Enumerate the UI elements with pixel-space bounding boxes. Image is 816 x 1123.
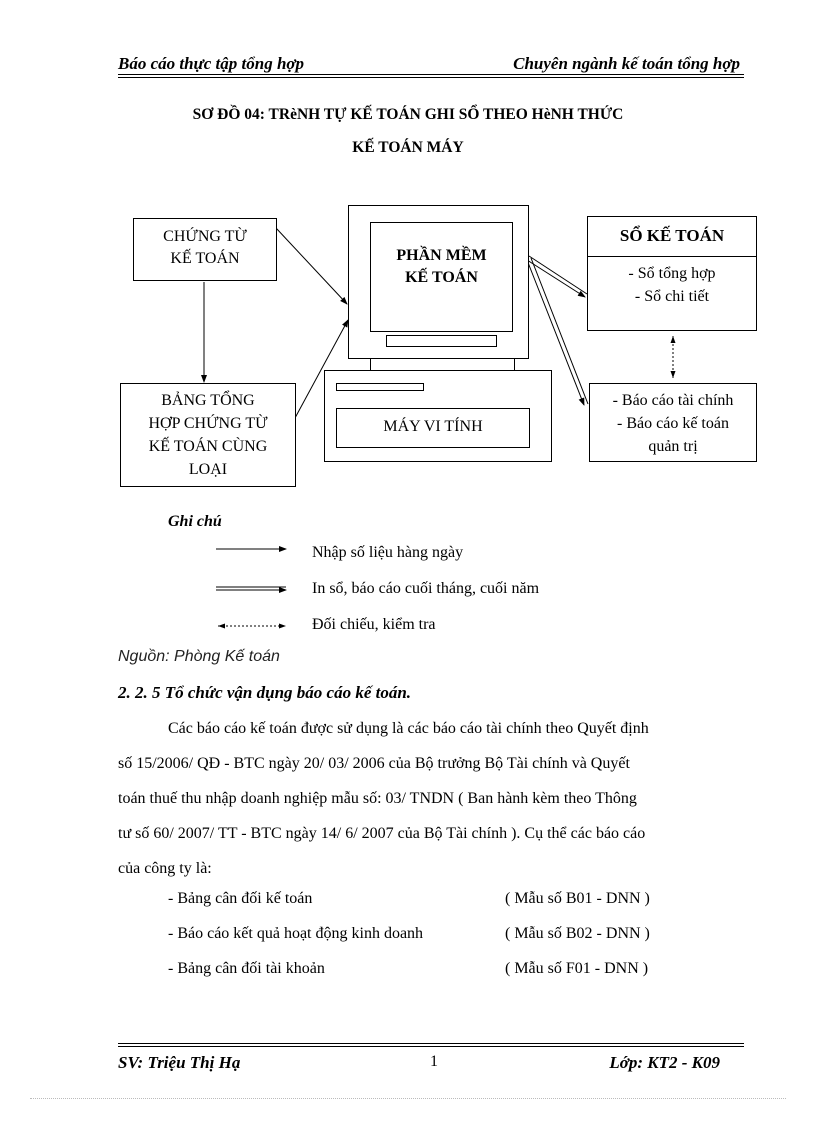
footer-page-number: 1 — [430, 1053, 438, 1070]
box-so-ke-toan — [587, 216, 757, 331]
report-name-1: - Bảng cân đối kế toán — [168, 890, 313, 907]
diagram-connectors — [201, 227, 676, 419]
footer-student: SV: Triệu Thị Hạ — [118, 1053, 241, 1072]
so-ke-toan-item-2: - Sổ chi tiết — [634, 288, 710, 305]
para-line-1: Các báo cáo kế toán được sử dụng là các … — [168, 720, 649, 737]
legend-item-3: Đối chiếu, kiểm tra — [312, 616, 436, 633]
legend-title: Ghi chú — [168, 513, 222, 530]
diagram-title-line1: SƠ ĐỒ 04: TRèNH TỰ KẾ TOÁN GHI SỔ THEO H… — [192, 106, 624, 123]
para-line-3: toán thuế thu nhập doanh nghiệp mẫu số: … — [118, 790, 637, 807]
footer-rule-2 — [118, 1046, 744, 1047]
legend-item-1: Nhập số liệu hàng ngày — [312, 544, 464, 561]
report-form-1: ( Mẫu số B01 - DNN ) — [505, 890, 650, 907]
box-may-vi-tinh — [336, 408, 530, 448]
bao-cao-line2: - Báo cáo kế toán — [617, 415, 729, 432]
bao-cao-line1: - Báo cáo tài chính — [612, 392, 734, 409]
so-ke-toan-item-1: - Sổ tổng hợp — [628, 265, 716, 282]
source-note: Nguồn: Phòng Kế toán — [118, 648, 280, 665]
report-name-2: - Báo cáo kết quả hoạt động kinh doanh — [168, 925, 424, 942]
phan-mem-line1: PHẦN MỀM — [396, 247, 487, 264]
may-vi-tinh-label: MÁY VI TÍNH — [383, 418, 483, 435]
header-left: Báo cáo thực tập tổng hợp — [118, 54, 305, 73]
box-chung-tu-line2: KẾ TOÁN — [170, 250, 240, 267]
legend-symbols — [216, 546, 287, 629]
box-so-ke-toan-divider — [587, 256, 757, 257]
legend-item-2: In sổ, báo cáo cuối tháng, cuối năm — [312, 580, 540, 597]
section-heading: 2. 2. 5 Tổ chức vận dụng báo cáo kế toán… — [118, 683, 412, 702]
arrow-double-baocao-line2 — [526, 259, 585, 406]
box-bang-tong-hop-line3: KẾ TOÁN CÙNG — [148, 438, 268, 455]
diagram-title-line2: KẾ TOÁN MÁY — [352, 139, 464, 156]
box-bang-tong-hop-line4: LOẠI — [188, 461, 228, 478]
bao-cao-line3: quản trị — [648, 438, 698, 455]
box-bao-cao — [589, 383, 757, 462]
report-name-3: - Bảng cân đối tài khoản — [168, 960, 325, 977]
so-ke-toan-title: SỔ KẾ TOÁN — [619, 226, 725, 245]
header-right: Chuyên ngành kế toán tổng hợp — [513, 54, 740, 73]
arrow-bangtonghop-to-phanmem — [294, 319, 349, 419]
box-bang-tong-hop — [120, 383, 296, 487]
arrow-double-so-line2 — [526, 259, 586, 298]
arrow-double-baocao-line1 — [530, 257, 589, 405]
header-rule-1 — [118, 74, 744, 75]
box-bang-tong-hop-line2: HỢP CHỨNG TỪ — [148, 415, 268, 432]
box-chung-tu — [133, 218, 277, 281]
para-line-4: tư số 60/ 2007/ TT - BTC ngày 14/ 6/ 200… — [118, 825, 646, 842]
computer-drive-slot — [336, 383, 424, 391]
computer-screen — [370, 222, 513, 332]
header-rule-2 — [118, 77, 744, 78]
arrow-double-so-line1 — [528, 255, 588, 295]
phan-mem-line2: KẾ TOÁN — [405, 269, 478, 286]
report-form-2: ( Mẫu số B02 - DNN ) — [505, 925, 650, 942]
para-line-2: số 15/2006/ QĐ - BTC ngày 20/ 03/ 2006 c… — [118, 755, 630, 772]
report-form-3: ( Mẫu số F01 - DNN ) — [505, 960, 649, 977]
arrow-chungtu-to-phanmem — [275, 227, 348, 305]
para-line-5: của công ty là: — [118, 860, 212, 877]
footer-class: Lớp: KT2 - K09 — [609, 1053, 720, 1072]
computer-monitor-slot — [386, 335, 497, 347]
box-bang-tong-hop-line1: BẢNG TỔNG — [161, 392, 255, 409]
footer-rule-1 — [118, 1043, 744, 1044]
page-bottom-dotted-line — [30, 1098, 786, 1099]
box-chung-tu-line1: CHỨNG TỪ — [163, 228, 247, 245]
